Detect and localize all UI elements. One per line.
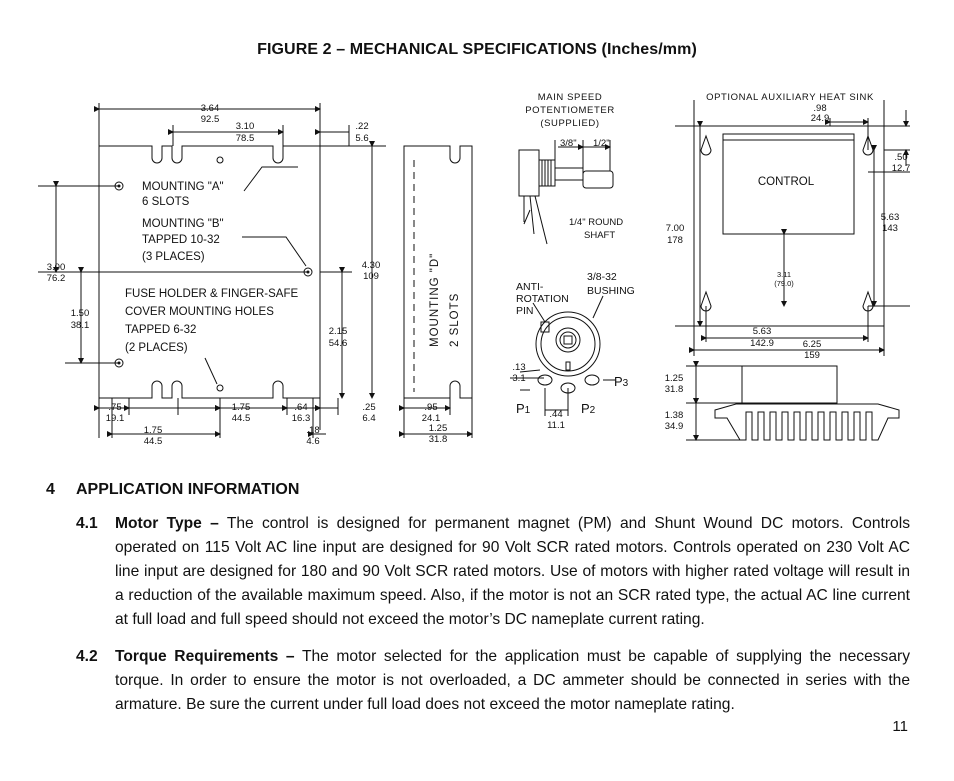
- pot-anti-2: ROTATION: [516, 293, 569, 305]
- label-fuse-1: FUSE HOLDER & FINGER-SAFE: [125, 288, 298, 300]
- dim-side-125: 1.25: [429, 423, 448, 434]
- dim-h-total-mm: 109: [363, 271, 379, 282]
- dim-pot-12: 1/2": [593, 138, 610, 149]
- heatsink-fins: [714, 403, 900, 441]
- dim-h-low: 1.50: [71, 308, 90, 319]
- dim-hs-563v-mm: 143: [882, 223, 898, 234]
- section-number: 4: [46, 481, 55, 498]
- paragraph-4-2: 4.2 Torque Requirements – The motor sele…: [76, 645, 910, 717]
- pot-anti-1: ANTI-: [516, 281, 544, 293]
- dim-h-mid: 2.15: [329, 326, 348, 337]
- dim-hs-625-mm: 159: [804, 350, 820, 361]
- dim-b18-mm: 4.6: [306, 436, 319, 447]
- label-mount-d-slots: 2 SLOTS: [449, 293, 461, 347]
- paragraph-text: The motor selected for the application m…: [115, 648, 910, 713]
- dim-h-total: 4.30: [362, 260, 381, 271]
- dim-h-low-mm: 38.1: [71, 320, 90, 331]
- paragraph-heading: Torque Requirements –: [115, 648, 295, 665]
- pot-title-2: POTENTIOMETER: [525, 105, 615, 116]
- dim-b25: .25: [362, 402, 375, 413]
- dim-b64: .64: [294, 402, 307, 413]
- mechanical-drawing: 3.64 92.5 3.10 78.5 .22 5.6 3.00 76.2 1.…: [38, 92, 911, 447]
- label-fuse-4: (2 PLACES): [125, 342, 188, 354]
- heatsink-outline: [693, 125, 885, 327]
- dim-b175a: 1.75: [232, 402, 251, 413]
- pot-bushing-2: BUSHING: [587, 285, 635, 297]
- label-mount-a: MOUNTING "A": [142, 181, 224, 193]
- dim-side-95-mm: 24.1: [422, 413, 441, 424]
- dim-hs-700: 7.00: [666, 223, 685, 234]
- dim-b18: .18: [306, 425, 319, 436]
- dim-pot-13-mm: 3.1: [512, 373, 525, 384]
- pot-shaft-2: SHAFT: [584, 230, 615, 241]
- dim-hs-700-mm: 178: [667, 235, 683, 246]
- dim-b75: .75: [108, 402, 121, 413]
- heatsink-control-label: CONTROL: [758, 176, 815, 188]
- dim-hs-563h: 5.63: [753, 326, 772, 337]
- dim-b25-mm: 6.4: [362, 413, 375, 424]
- label-fuse-3: TAPPED 6-32: [125, 324, 196, 336]
- paragraph-heading: Motor Type –: [115, 515, 219, 532]
- dim-hs-50: .50: [894, 152, 907, 163]
- terminal-p3: P3: [614, 374, 629, 389]
- dim-w-inner: 3.10: [236, 121, 255, 132]
- dim-pot-44-mm: 11.1: [547, 420, 565, 431]
- paragraph-text: The control is designed for permanent ma…: [115, 515, 910, 628]
- dim-hs-98: .98: [813, 103, 826, 114]
- dim-hs-125-mm: 31.8: [665, 384, 684, 395]
- label-mount-b: MOUNTING "B": [142, 218, 224, 230]
- dim-h-left-mm: 76.2: [47, 273, 66, 284]
- dim-b175a-mm: 44.5: [232, 413, 251, 424]
- section-title: APPLICATION INFORMATION: [76, 481, 300, 498]
- dim-h-left: 3.00: [47, 262, 66, 273]
- dim-b64-mm: 16.3: [292, 413, 311, 424]
- dim-hs-563v: 5.63: [881, 212, 900, 223]
- pot-bushing-1: 3/8-32: [587, 271, 617, 283]
- section-heading: 4 APPLICATION INFORMATION: [46, 481, 299, 499]
- dim-hs-311-mm: (79.0): [774, 279, 794, 288]
- dim-pot-44: .44: [549, 409, 562, 420]
- figure-title: FIGURE 2 – MECHANICAL SPECIFICATIONS (In…: [257, 41, 697, 58]
- dim-b75-mm: 19.1: [106, 413, 125, 424]
- dim-w-overall-mm: 92.5: [201, 114, 220, 125]
- dim-pot-13: .13: [512, 362, 525, 373]
- label-mount-d: MOUNTING "D": [429, 253, 441, 347]
- dim-edge-top-mm: 5.6: [355, 133, 368, 144]
- label-mount-b-places: (3 PLACES): [142, 251, 205, 263]
- dim-hs-50-mm: 12.7: [892, 163, 911, 174]
- terminal-p1: P1: [516, 401, 531, 416]
- dim-h-mid-mm: 54.6: [329, 338, 348, 349]
- dim-hs-311: 3.11: [777, 270, 791, 279]
- pot-shaft-1: 1/4" ROUND: [569, 217, 623, 228]
- dim-hs-138-mm: 34.9: [665, 421, 684, 432]
- dim-edge-top: .22: [355, 121, 368, 132]
- dim-b175b-mm: 44.5: [144, 436, 163, 447]
- dim-hs-563h-mm: 142.9: [750, 338, 774, 349]
- heatsink-title: OPTIONAL AUXILIARY HEAT SINK: [706, 92, 874, 103]
- terminal-p2: P2: [581, 401, 596, 416]
- dim-b175b: 1.75: [144, 425, 163, 436]
- page-number: 11: [892, 718, 908, 735]
- dim-hs-138: 1.38: [665, 410, 684, 421]
- pot-title-1: MAIN SPEED: [538, 92, 603, 103]
- paragraph-number: 4.2: [76, 648, 98, 665]
- dim-w-inner-mm: 78.5: [236, 133, 255, 144]
- pot-anti-3: PIN: [516, 305, 534, 317]
- dim-pot-38: 3/8": [560, 138, 577, 149]
- dim-hs-625: 6.25: [803, 339, 822, 350]
- pot-title-3: (SUPPLIED): [540, 118, 599, 129]
- label-mount-b-tap: TAPPED 10-32: [142, 234, 220, 246]
- label-mount-a-slots: 6 SLOTS: [142, 196, 190, 208]
- dim-side-125-mm: 31.8: [429, 434, 448, 445]
- paragraph-4-1: 4.1 Motor Type – The control is designed…: [76, 512, 910, 632]
- paragraph-number: 4.1: [76, 515, 98, 532]
- label-fuse-2: COVER MOUNTING HOLES: [125, 306, 274, 318]
- dim-w-overall: 3.64: [201, 103, 220, 114]
- dim-hs-125: 1.25: [665, 373, 684, 384]
- dim-side-95: .95: [424, 402, 437, 413]
- dim-hs-98-mm: 24.9: [811, 113, 830, 124]
